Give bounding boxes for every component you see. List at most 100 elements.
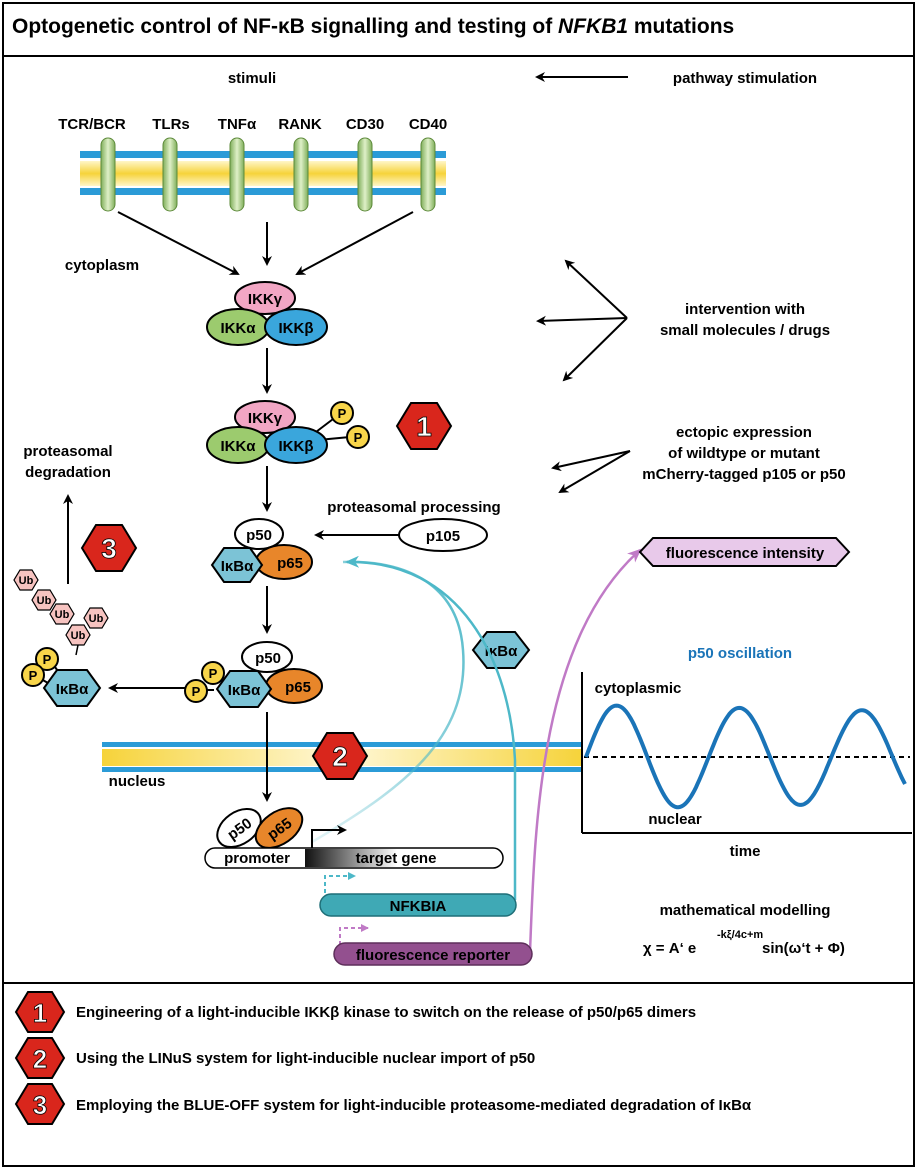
intervention-arrow-up bbox=[564, 259, 628, 319]
svg-text:-kξ/4c+m: -kξ/4c+m bbox=[717, 929, 763, 941]
legend-step-2-text: Using the LINuS system for light-inducib… bbox=[76, 1050, 535, 1067]
svg-text:χ = A‘ e: χ = A‘ e bbox=[643, 940, 696, 957]
step-1-badge: 1 bbox=[395, 402, 453, 450]
svg-text:IKKα: IKKα bbox=[220, 438, 256, 455]
fluorescence-reporter-bar: fluorescence reporter bbox=[333, 942, 533, 966]
svg-text:3: 3 bbox=[101, 533, 117, 564]
svg-text:Ub: Ub bbox=[19, 575, 34, 587]
svg-text:P: P bbox=[209, 666, 218, 681]
ikk-beta-label: IKKβ bbox=[279, 320, 314, 337]
ectopic-text-3: mCherry-tagged p105 or p50 bbox=[642, 466, 845, 483]
ikk-alpha-label: IKKα bbox=[220, 320, 256, 337]
proteasomal-degradation-label-1: proteasomal bbox=[23, 443, 112, 460]
nuclear-p50-p65-dimer: p50 p65 bbox=[216, 807, 304, 849]
transcription-start-arrow bbox=[311, 825, 347, 848]
svg-text:Ub: Ub bbox=[71, 630, 86, 642]
ectopic-arrow-2 bbox=[558, 450, 631, 494]
time-label: time bbox=[730, 843, 761, 860]
step-2-badge: 2 bbox=[311, 732, 369, 780]
svg-text:1: 1 bbox=[416, 411, 432, 442]
nfkbia-transcription-arrow bbox=[324, 872, 356, 900]
nucleus-label: nucleus bbox=[109, 773, 166, 790]
receptor-arrow-left bbox=[117, 211, 240, 275]
svg-text:Ub: Ub bbox=[37, 595, 52, 607]
svg-text:IκBα: IκBα bbox=[228, 682, 261, 699]
intervention-arrow-down bbox=[562, 317, 628, 382]
ectopic-text-2: of wildtype or mutant bbox=[668, 445, 820, 462]
svg-text:1: 1 bbox=[33, 998, 47, 1028]
svg-text:P: P bbox=[43, 652, 52, 667]
intervention-text-2: small molecules / drugs bbox=[660, 322, 830, 339]
receptor-label-cd40: CD40 bbox=[409, 116, 447, 133]
receptor-label-rank: RANK bbox=[278, 116, 321, 133]
svg-text:IκBα: IκBα bbox=[485, 643, 518, 660]
ikk-complex: IKKγ IKKα IKKβ bbox=[206, 281, 328, 346]
stimuli-label: stimuli bbox=[228, 70, 276, 87]
receptor-label-tlrs: TLRs bbox=[152, 116, 190, 133]
nfkb-ikba-complex: p50 p65 IκBα bbox=[210, 518, 313, 583]
intervention-arrow-left bbox=[536, 315, 628, 326]
target-gene-bar: promoter target gene bbox=[204, 847, 504, 869]
nuclear-label: nuclear bbox=[648, 811, 702, 828]
phospho-nfkb-ikba-complex: p50 p65 IκBα P P bbox=[184, 641, 323, 708]
svg-text:2: 2 bbox=[33, 1044, 47, 1074]
cytoplasmic-label: cytoplasmic bbox=[595, 680, 682, 697]
svg-text:Ub: Ub bbox=[89, 613, 104, 625]
svg-text:IκBα: IκBα bbox=[221, 558, 254, 575]
svg-text:p50: p50 bbox=[246, 527, 272, 544]
intervention-text-1: intervention with bbox=[685, 301, 805, 318]
legend-step-3-text: Employing the BLUE-OFF system for light-… bbox=[76, 1097, 752, 1114]
ikk-complex-phosphorylated: IKKγ IKKα IKKβ P P bbox=[206, 400, 370, 464]
ubiquitinated-ikba: IκBα P P bbox=[21, 647, 102, 707]
receptor-arrow-right bbox=[295, 211, 414, 275]
svg-text:P: P bbox=[192, 684, 201, 699]
fluorescence-arrow bbox=[528, 548, 642, 953]
figure-title: Optogenetic control of NF-κB signalling … bbox=[12, 15, 734, 38]
receptor-label-tcr: TCR/BCR bbox=[58, 116, 126, 133]
reporter-transcription-arrow bbox=[339, 924, 369, 945]
nfkb-feedback-arrow bbox=[311, 560, 465, 844]
proteasomal-degradation-label-2: degradation bbox=[25, 464, 111, 481]
legend-step-1: 1 Engineering of a light-inducible IKKβ … bbox=[14, 991, 696, 1033]
free-ikba: IκBα bbox=[471, 631, 531, 669]
oscillation-formula: χ = A‘ e -kξ/4c+m sin(ω‘t + Φ) bbox=[643, 929, 845, 957]
svg-text:Ub: Ub bbox=[55, 609, 70, 621]
svg-text:sin(ω‘t + Φ): sin(ω‘t + Φ) bbox=[762, 940, 845, 957]
svg-text:IKKγ: IKKγ bbox=[248, 410, 283, 427]
fluorescence-intensity-box: fluorescence intensity bbox=[638, 537, 851, 567]
ectopic-arrow-1 bbox=[551, 450, 631, 472]
mathematical-modelling-label: mathematical modelling bbox=[660, 902, 831, 919]
receptor-label-tnfa: TNFα bbox=[218, 116, 257, 133]
oscillation-curve bbox=[584, 703, 907, 810]
svg-text:P: P bbox=[338, 406, 347, 421]
svg-text:fluorescence reporter: fluorescence reporter bbox=[356, 947, 510, 964]
svg-text:p105: p105 bbox=[426, 528, 460, 545]
svg-text:p50: p50 bbox=[255, 650, 281, 667]
proteasomal-processing-label: proteasomal processing bbox=[327, 499, 500, 516]
legend-step-2: 2 Using the LINuS system for light-induc… bbox=[14, 1037, 535, 1079]
svg-text:p65: p65 bbox=[285, 679, 311, 696]
legend-step-3: 3 Employing the BLUE-OFF system for ligh… bbox=[14, 1083, 752, 1125]
ectopic-text-1: ectopic expression bbox=[676, 424, 812, 441]
receptors bbox=[100, 137, 436, 212]
svg-text:IKKβ: IKKβ bbox=[279, 438, 314, 455]
svg-text:p65: p65 bbox=[277, 555, 303, 572]
receptor-label-cd30: CD30 bbox=[346, 116, 384, 133]
pathway-stimulation-label: pathway stimulation bbox=[673, 70, 817, 87]
ikk-gamma-label: IKKγ bbox=[248, 291, 283, 308]
nfkbia-bar: NFKBIA bbox=[319, 893, 517, 917]
svg-text:IκBα: IκBα bbox=[56, 681, 89, 698]
svg-text:fluorescence intensity: fluorescence intensity bbox=[666, 545, 825, 562]
svg-text:P: P bbox=[354, 430, 363, 445]
plasma-membrane bbox=[80, 151, 446, 195]
ikba-feedback-arrow bbox=[345, 555, 517, 900]
svg-text:2: 2 bbox=[332, 741, 348, 772]
svg-text:NFKBIA: NFKBIA bbox=[390, 898, 447, 915]
svg-text:3: 3 bbox=[33, 1090, 47, 1120]
ubiquitin-chain: Ub Ub Ub Ub Ub bbox=[13, 569, 109, 656]
cytoplasm-label: cytoplasm bbox=[65, 257, 139, 274]
p105-protein: p105 bbox=[398, 518, 488, 552]
p50-oscillation-title: p50 oscillation bbox=[688, 645, 792, 662]
